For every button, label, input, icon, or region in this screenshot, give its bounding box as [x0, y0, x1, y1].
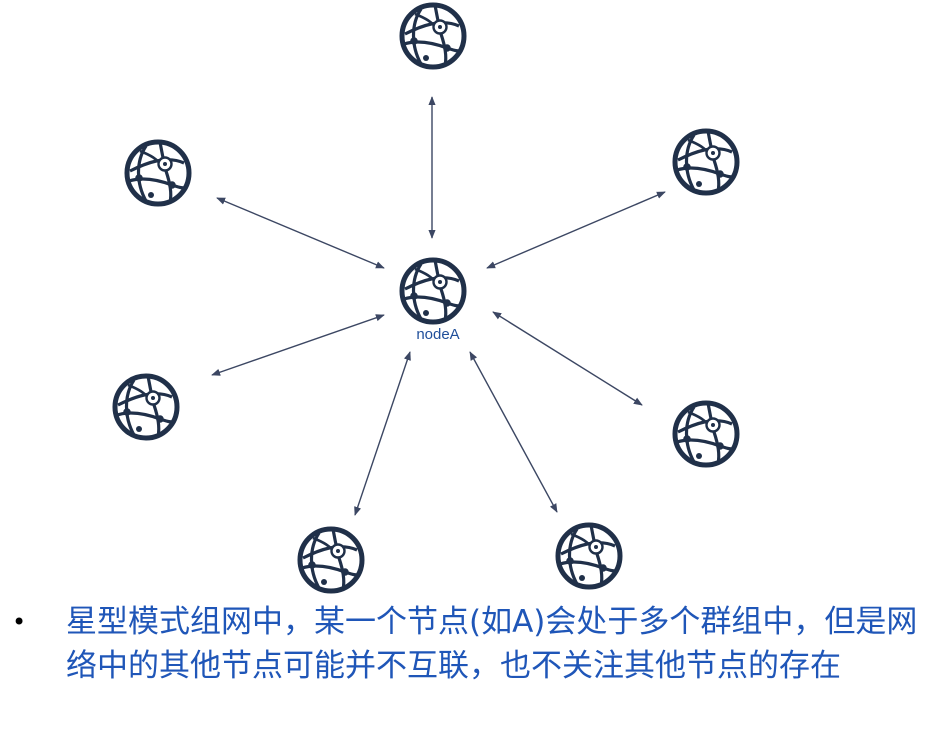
globe-network-icon: [127, 142, 189, 204]
globe-network-icon: [675, 403, 737, 465]
arrow-center-upper-left: [216, 197, 385, 269]
arrow-center-upper-right: [486, 191, 666, 269]
globe-network-icon: [675, 131, 737, 193]
globe-network-icon: [402, 260, 464, 322]
network-nodes: [115, 5, 737, 591]
globe-network-icon: [402, 5, 464, 67]
connection-arrows: [211, 96, 666, 516]
arrow-center-left: [211, 314, 385, 376]
arrow-center-bottom-left: [354, 351, 411, 516]
globe-network-icon: [115, 376, 177, 438]
caption-bullet-item: • 星型模式组网中，某一个节点(如A)会处于多个群组中，但是网络中的其他节点可能…: [12, 600, 937, 688]
caption-text: 星型模式组网中，某一个节点(如A)会处于多个群组中，但是网络中的其他节点可能并不…: [66, 604, 918, 684]
arrow-center-bottom-right: [469, 351, 558, 513]
arrow-center-right: [492, 311, 643, 406]
star-network-diagram: nodeA: [0, 0, 943, 600]
globe-network-icon: [558, 525, 620, 587]
globe-network-icon: [300, 529, 362, 591]
center-node-label: nodeA: [416, 326, 459, 343]
bullet-marker: •: [12, 608, 27, 636]
